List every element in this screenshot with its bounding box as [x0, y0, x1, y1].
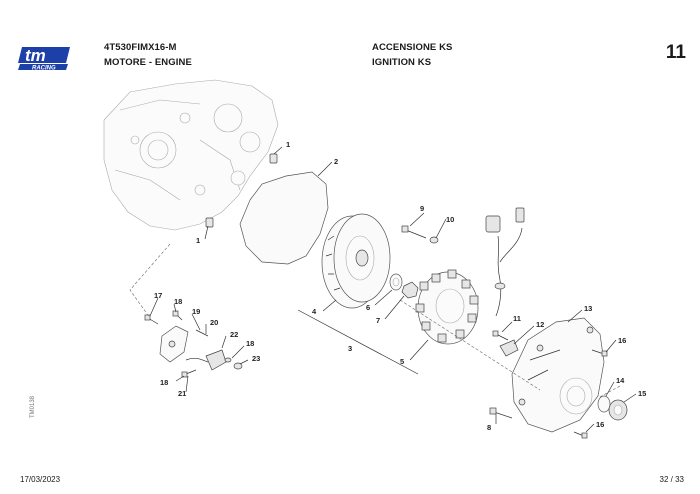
callout-4: 4 — [312, 307, 317, 316]
logo-graphic: tm RACING — [18, 46, 70, 72]
callout-20: 20 — [210, 318, 218, 327]
footer-date: 17/03/2023 — [20, 475, 61, 484]
svg-text:RACING: RACING — [32, 66, 56, 72]
callout-13: 13 — [584, 304, 592, 313]
section-title-en: IGNITION KS — [372, 57, 432, 68]
drawing-code: TM0138 — [30, 395, 36, 418]
o-ring — [597, 395, 611, 413]
callout-1: 1 — [196, 236, 200, 245]
callout-8: 8 — [487, 423, 491, 432]
model-code: 4T530FIMX16-M — [104, 42, 177, 53]
crankcase — [103, 79, 279, 231]
callout-16: 16 — [596, 420, 604, 429]
callout-11: 11 — [513, 314, 521, 323]
connector — [515, 207, 525, 223]
callout-17: 17 — [154, 291, 162, 300]
connector — [485, 215, 501, 233]
dowel-pin — [269, 153, 278, 164]
tm-racing-logo: tm RACING — [16, 43, 74, 73]
callout-6: 6 — [366, 303, 370, 312]
pickup-sensor-assembly — [144, 310, 243, 378]
callout-18: 18 — [246, 339, 254, 348]
ignition-cover — [511, 317, 605, 433]
callout-23: 23 — [252, 354, 260, 363]
callout-18: 18 — [160, 378, 168, 387]
screw — [405, 229, 427, 239]
callout-12: 12 — [536, 320, 544, 329]
callout-10: 10 — [446, 215, 454, 224]
callout-5: 5 — [400, 357, 404, 366]
callout-19: 19 — [192, 307, 200, 316]
group-title: MOTORE - ENGINE — [104, 57, 192, 68]
callout-22: 22 — [230, 330, 238, 339]
page-number: 11 — [665, 42, 686, 63]
callout-18: 18 — [174, 297, 182, 306]
leader-lines — [149, 146, 637, 433]
stator — [415, 269, 479, 345]
callout-7: 7 — [376, 316, 380, 325]
svg-text:tm: tm — [25, 46, 46, 65]
stator-wire — [495, 235, 502, 317]
dowel-pin — [205, 217, 214, 228]
gasket — [239, 171, 329, 265]
callout-1: 1 — [286, 140, 290, 149]
callout-9: 9 — [420, 204, 424, 213]
flywheel — [321, 213, 391, 309]
flywheel-nut — [401, 281, 419, 299]
callout-labels: 1 1 2 3 4 5 6 7 8 9 10 11 12 13 14 15 16… — [154, 140, 646, 432]
callout-14: 14 — [616, 376, 625, 385]
callout-16: 16 — [618, 336, 626, 345]
callout-15: 15 — [638, 389, 646, 398]
wire-clip — [499, 339, 519, 357]
callout-3: 3 — [348, 344, 352, 353]
callout-21: 21 — [178, 389, 186, 398]
footer-page: 32 / 33 — [659, 475, 684, 484]
callout-2: 2 — [334, 157, 338, 166]
section-title-it: ACCENSIONE KS — [372, 42, 453, 53]
